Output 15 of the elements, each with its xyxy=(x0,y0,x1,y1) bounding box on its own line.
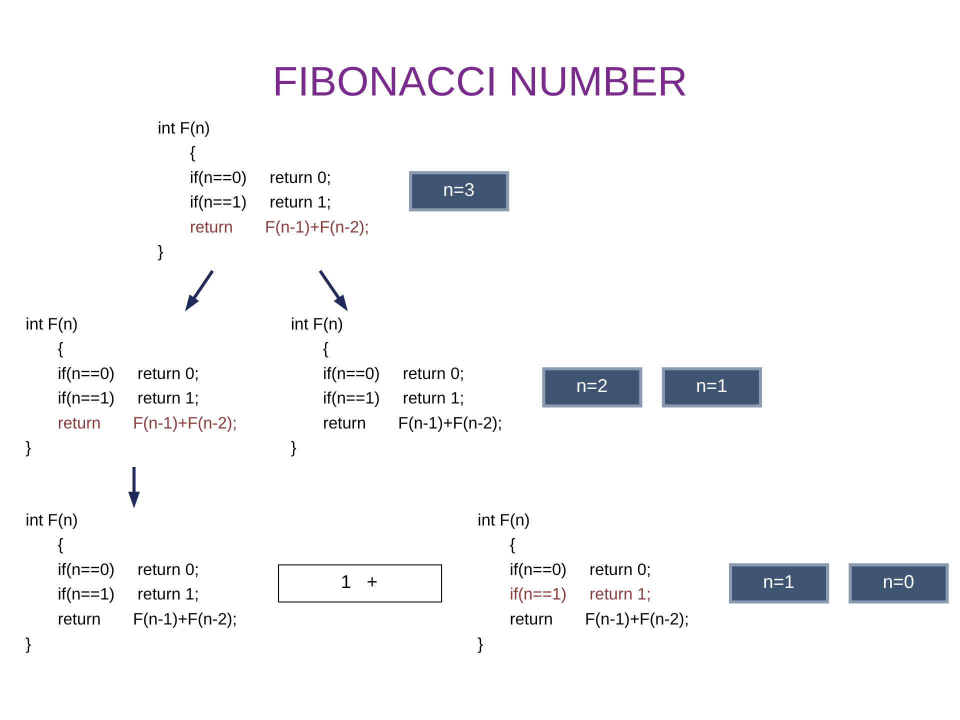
node-text: int F(n) { if(n==0) return 0; if(n==1) return 1; return F(n-1)+F(n-2); } xyxy=(478,510,690,653)
arrow xyxy=(128,466,140,508)
node-text: int F(n) { if(n==0) return 0; if(n==1) return 1; return F(n-1)+F(n-2); } xyxy=(26,510,238,653)
node-text: int F(n) { if(n==0) return 0; if(n==1) return 1; return F(n-1)+F(n-2); } xyxy=(290,314,502,457)
node-box: 1 + xyxy=(278,564,442,602)
node-text: int F(n) { if(n==0) return 0; if(n==1) return 1; return F(n-1)+F(n-2); } xyxy=(26,314,238,457)
node-box: n=0 xyxy=(848,562,949,604)
node-box: n=2 xyxy=(542,366,642,407)
node-text: int F(n) { if(n==0) return 0; if(n==1) return 1; return F(n-1)+F(n-2); } xyxy=(158,118,370,261)
arrow xyxy=(318,270,348,311)
node-box: n=3 xyxy=(409,170,510,211)
node-box: n=1 xyxy=(662,366,762,407)
diagram-title: FIBONACCI NUMBER xyxy=(272,58,688,104)
node-box: n=1 xyxy=(728,562,830,604)
arrow xyxy=(185,270,214,311)
